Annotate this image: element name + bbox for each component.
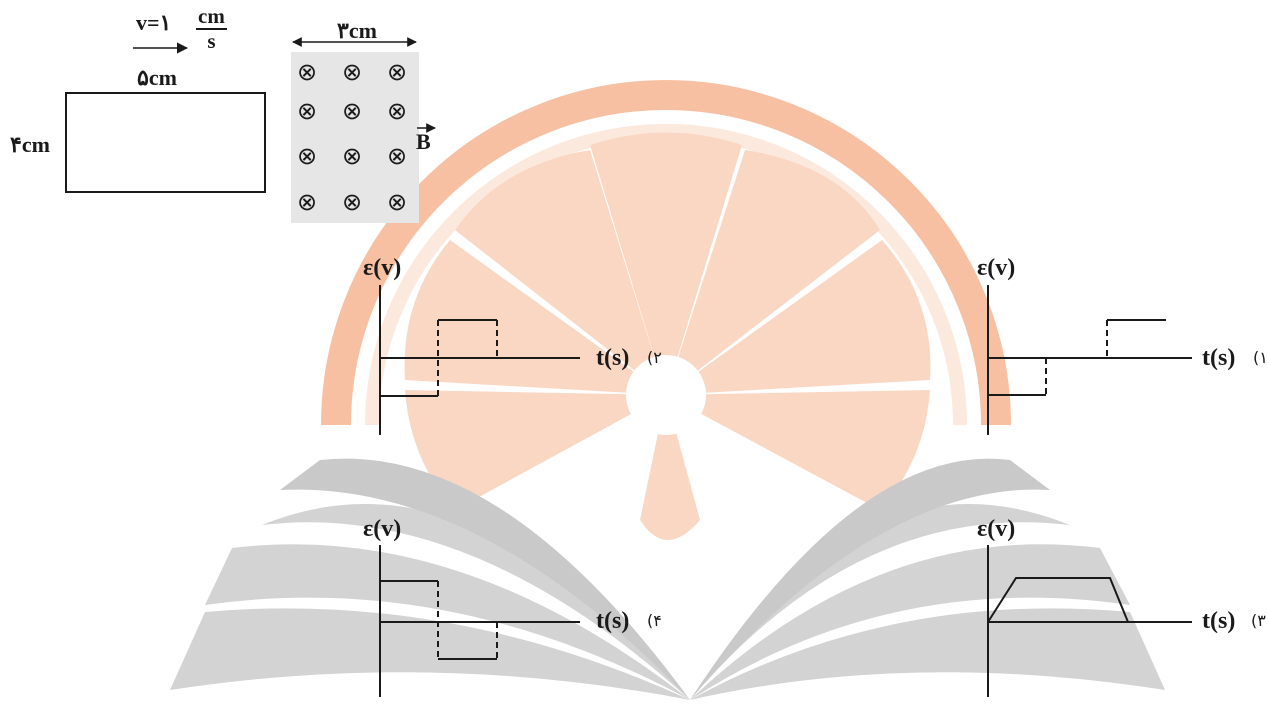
loop-width-label: ۵cm [137, 65, 177, 90]
field-into-page-icon: ⊗ [342, 97, 363, 125]
velocity-unit-denominator: s [207, 29, 216, 53]
field-into-page-icon: ⊗ [387, 58, 408, 86]
graph-3 [987, 545, 1192, 697]
field-into-page-icon: ⊗ [297, 142, 318, 170]
velocity-unit: cm s [196, 6, 227, 52]
field-into-page-icon: ⊗ [297, 97, 318, 125]
option-4-x-axis-label: t(s) [596, 608, 630, 634]
field-into-page-icon: ⊗ [297, 58, 318, 86]
option-2-x-axis-label: t(s) [596, 345, 630, 371]
magnetic-field-region [291, 52, 419, 223]
option-3-number: (۳ [1251, 611, 1266, 630]
field-into-page-icon: ⊗ [387, 188, 408, 216]
option-2-number: (۲ [647, 348, 662, 367]
option-4-y-axis-label: ε(v) [363, 516, 402, 542]
field-into-page-icon: ⊗ [387, 142, 408, 170]
velocity-unit-numerator: cm [196, 4, 227, 30]
option-1-y-axis-label: ε(v) [977, 255, 1016, 281]
option-1-x-axis-label: t(s) [1202, 345, 1236, 371]
field-symbol-label: B [416, 129, 431, 154]
graph-4 [379, 545, 580, 697]
field-into-page-icon: ⊗ [297, 188, 318, 216]
field-into-page-icon: ⊗ [342, 188, 363, 216]
conducting-loop [65, 92, 266, 193]
option-1-number: (۱ [1253, 348, 1268, 367]
option-3-y-axis-label: ε(v) [977, 516, 1016, 542]
option-2-y-axis-label: ε(v) [363, 255, 402, 281]
option-4-number: (۴ [647, 611, 662, 630]
field-into-page-icon: ⊗ [342, 58, 363, 86]
option-3-x-axis-label: t(s) [1202, 608, 1236, 634]
field-into-page-icon: ⊗ [342, 142, 363, 170]
velocity-label: v=۱ [136, 10, 172, 35]
field-into-page-icon: ⊗ [387, 97, 408, 125]
graph-2 [379, 285, 580, 435]
graph-3-curve [987, 577, 1129, 623]
loop-height-label: ۴cm [10, 132, 50, 157]
graph-1 [987, 285, 1192, 435]
field-width-label: ۳cm [337, 18, 377, 43]
